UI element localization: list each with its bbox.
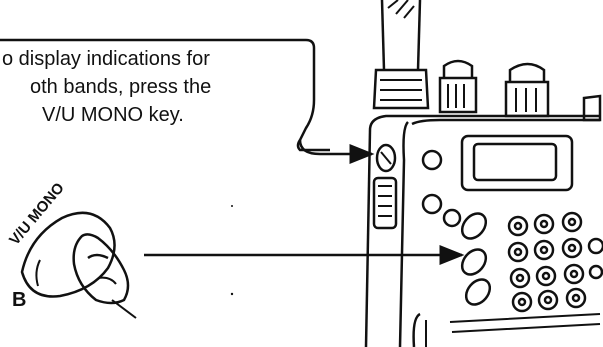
callout-leader-arrow [298, 139, 375, 164]
stray-dot [231, 205, 233, 207]
stray-dot [230, 292, 234, 296]
handheld-radio-illustration [364, 0, 603, 347]
finger-press-icon [20, 211, 137, 319]
callout-box [0, 38, 330, 152]
callout-text-line-1: o display indications for [2, 48, 210, 70]
callout-text-line-2: oth bands, press the [30, 76, 212, 98]
callout-text-line-3: V/U MONO key. [42, 104, 184, 126]
corner-letter-b: B [12, 289, 26, 311]
